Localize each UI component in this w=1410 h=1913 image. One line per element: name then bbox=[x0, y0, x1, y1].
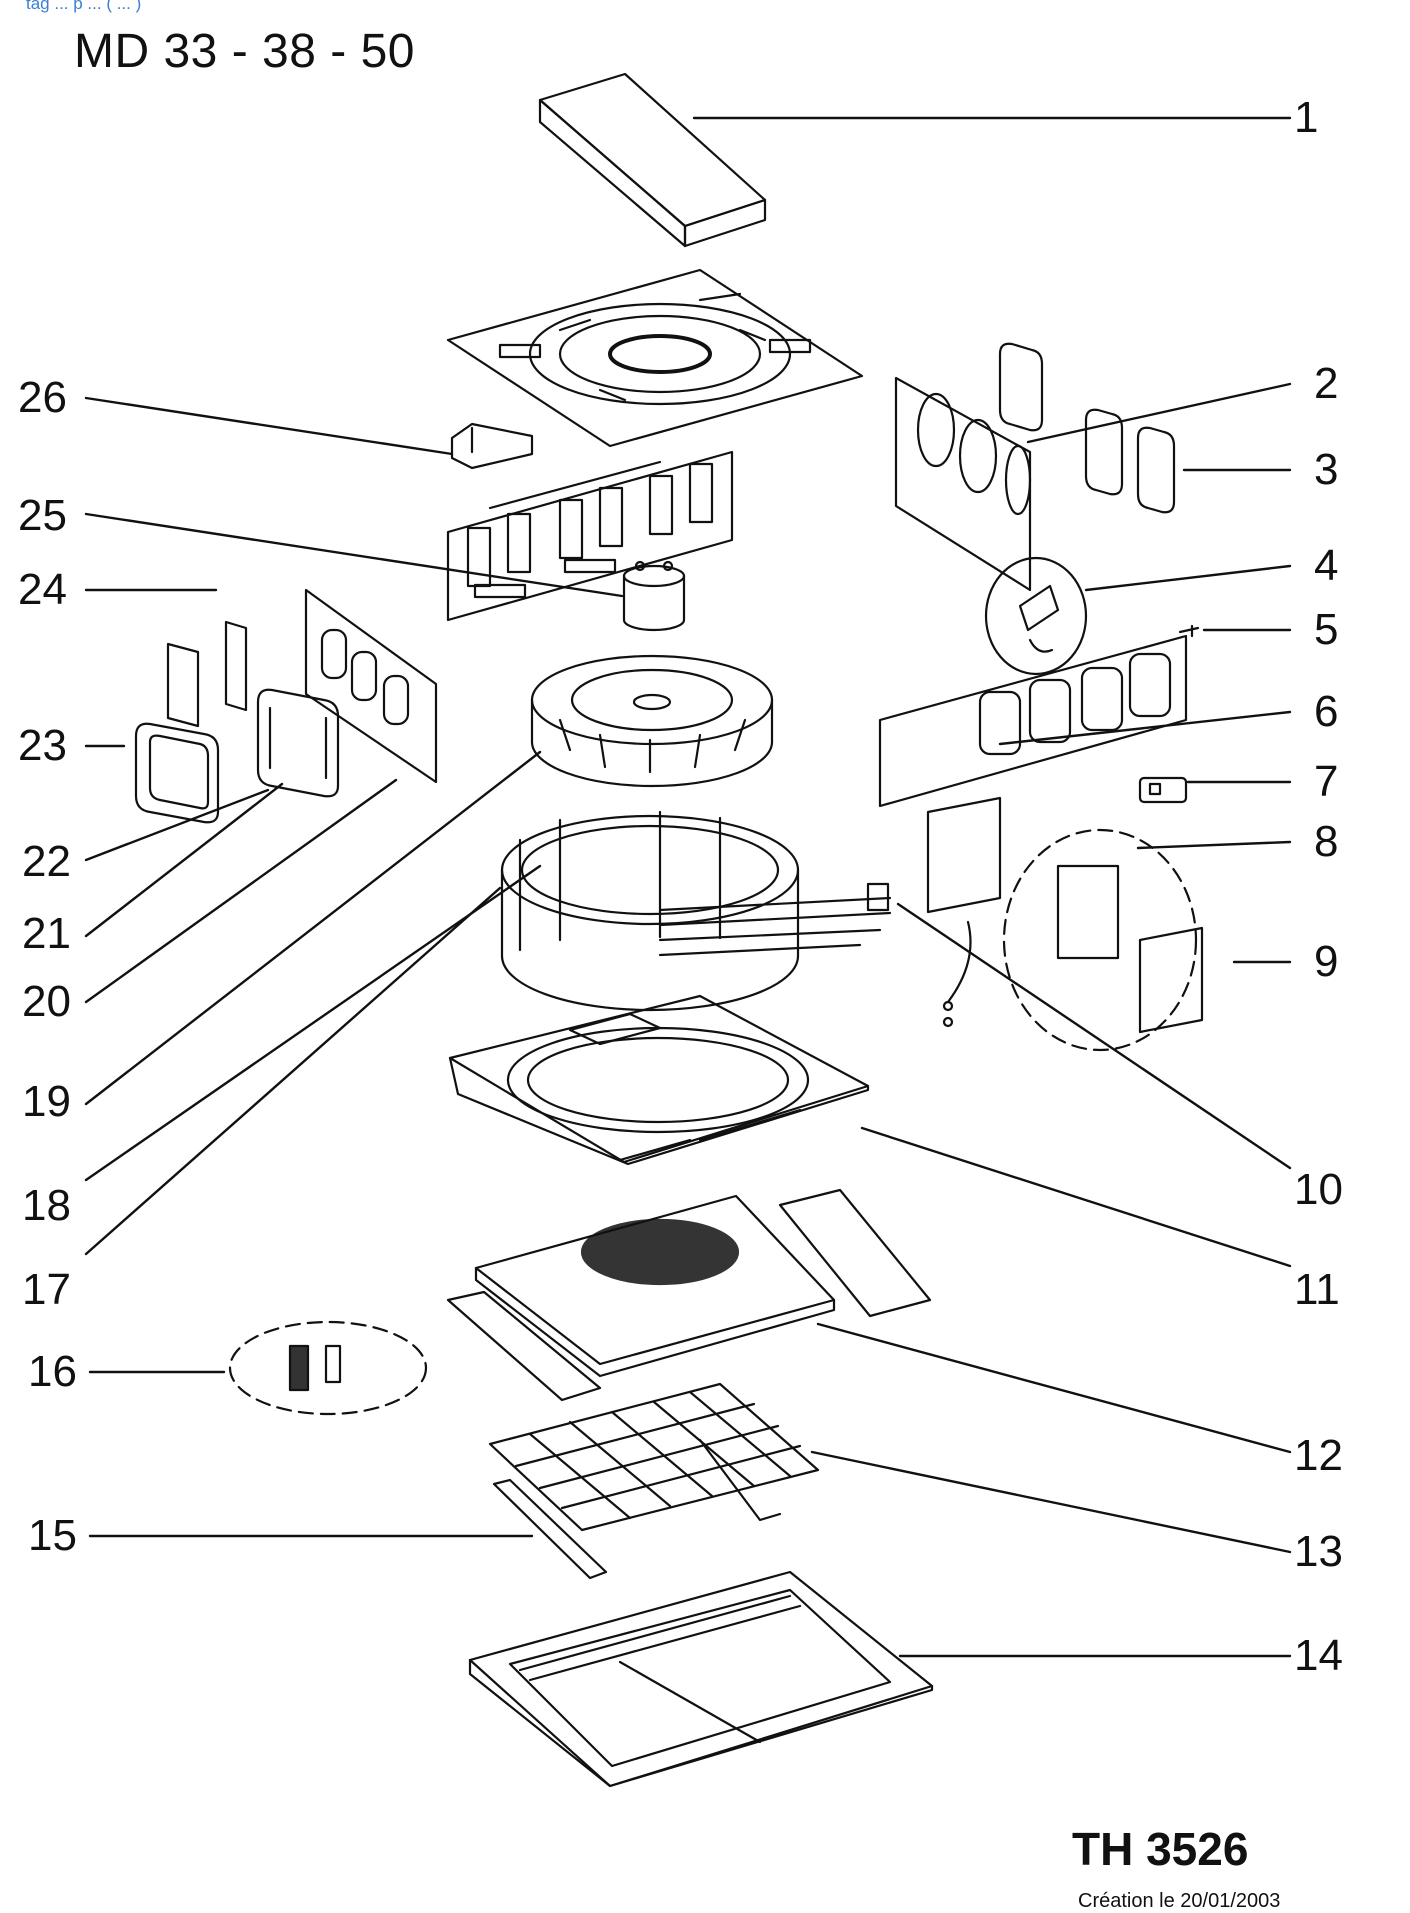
callout-22: 22 bbox=[22, 837, 71, 886]
callout-3: 3 bbox=[1314, 445, 1339, 494]
document-reference: TH 3526 bbox=[1072, 1823, 1249, 1875]
part-20-side-panel bbox=[304, 588, 438, 784]
callout-24: 24 bbox=[18, 565, 67, 614]
part-12-grille bbox=[446, 1188, 932, 1402]
part-16-clips bbox=[228, 1320, 428, 1416]
callout-11: 11 bbox=[1294, 1265, 1340, 1314]
callout-18: 18 bbox=[22, 1181, 71, 1230]
part-2-side-panel bbox=[894, 342, 1044, 592]
part-25-panel bbox=[446, 450, 734, 622]
callout-6: 6 bbox=[1314, 687, 1339, 736]
callout-7: 7 bbox=[1314, 757, 1339, 806]
callout-5: 5 bbox=[1314, 605, 1339, 654]
callout-21: 21 bbox=[22, 909, 71, 958]
part-1-top-cover bbox=[538, 72, 767, 248]
leader-lines bbox=[84, 116, 1292, 1658]
callout-13: 13 bbox=[1294, 1527, 1343, 1576]
part-7-terminal bbox=[1138, 776, 1188, 804]
callout-10: 10 bbox=[1294, 1165, 1343, 1214]
callout-20: 20 bbox=[22, 977, 71, 1026]
part-19-fan-wheel bbox=[530, 654, 774, 788]
part-23-24-duct bbox=[166, 620, 248, 728]
callout-19: 19 bbox=[22, 1077, 71, 1126]
part-14-front-frame bbox=[468, 1570, 934, 1788]
creation-date: Création le 20/01/2003 bbox=[1078, 1890, 1281, 1912]
callout-12: 12 bbox=[1294, 1431, 1343, 1480]
callout-23: 23 bbox=[18, 721, 67, 770]
callout-16: 16 bbox=[28, 1347, 77, 1396]
part-17-exchanger bbox=[500, 810, 892, 1012]
part-5-screw bbox=[1178, 624, 1200, 638]
cropped-header-link: tag ... p ... ( ... ) bbox=[26, 0, 142, 13]
part-26-bracket bbox=[450, 422, 534, 470]
part-8-9-electronics bbox=[926, 796, 1204, 1052]
callout-14: 14 bbox=[1294, 1631, 1343, 1680]
part-22-duct-flange bbox=[134, 722, 220, 824]
callout-1: 1 bbox=[1294, 93, 1319, 142]
callout-4: 4 bbox=[1314, 541, 1339, 590]
part-4-float-switch bbox=[984, 556, 1088, 676]
part-11-drain-tray bbox=[448, 994, 870, 1166]
callout-25: 25 bbox=[18, 491, 67, 540]
part-3-duct-covers bbox=[1084, 408, 1176, 514]
part-21-duct-flange bbox=[256, 688, 340, 798]
callout-26: 26 bbox=[18, 373, 67, 422]
callout-8: 8 bbox=[1314, 817, 1339, 866]
part-6-control-box-cover bbox=[878, 634, 1188, 808]
callout-15: 15 bbox=[28, 1511, 77, 1560]
callout-17: 17 bbox=[22, 1265, 71, 1314]
model-title: MD 33 - 38 - 50 bbox=[74, 25, 415, 78]
callout-9: 9 bbox=[1314, 937, 1339, 986]
mounting-plate bbox=[446, 268, 864, 448]
part-13-filter bbox=[488, 1382, 820, 1580]
callout-2: 2 bbox=[1314, 359, 1339, 408]
part-motor bbox=[622, 560, 686, 632]
